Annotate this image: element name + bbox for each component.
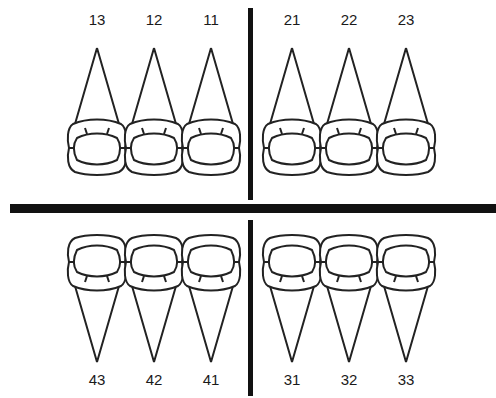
tooth-number: 11 [202,12,220,27]
tooth-outline [320,48,378,175]
tooth-outline [377,48,435,175]
tooth-number: 33 [397,372,416,387]
tooth-number: 21 [283,12,302,27]
tooth-number: 41 [202,372,221,387]
tooth-outline [125,48,183,175]
tooth-number: 13 [88,12,107,27]
tooth-outline [263,48,321,175]
tooth-number: 43 [88,372,107,387]
tooth-outline [68,48,126,175]
midline [248,8,253,200]
tooth-outline [68,235,126,362]
tooth-outline [125,235,183,362]
tooth-number: 42 [145,372,164,387]
tooth-outline [320,235,378,362]
occlusal-line [10,204,496,213]
tooth-number: 31 [283,372,302,387]
tooth-outline [377,235,435,362]
midline [248,220,253,396]
tooth-outline [263,235,321,362]
tooth-number: 23 [397,12,416,27]
tooth-number: 12 [145,12,164,27]
tooth-number: 22 [340,12,359,27]
tooth-outline [182,48,240,175]
tooth-number: 32 [340,372,359,387]
tooth-outline [182,235,240,362]
